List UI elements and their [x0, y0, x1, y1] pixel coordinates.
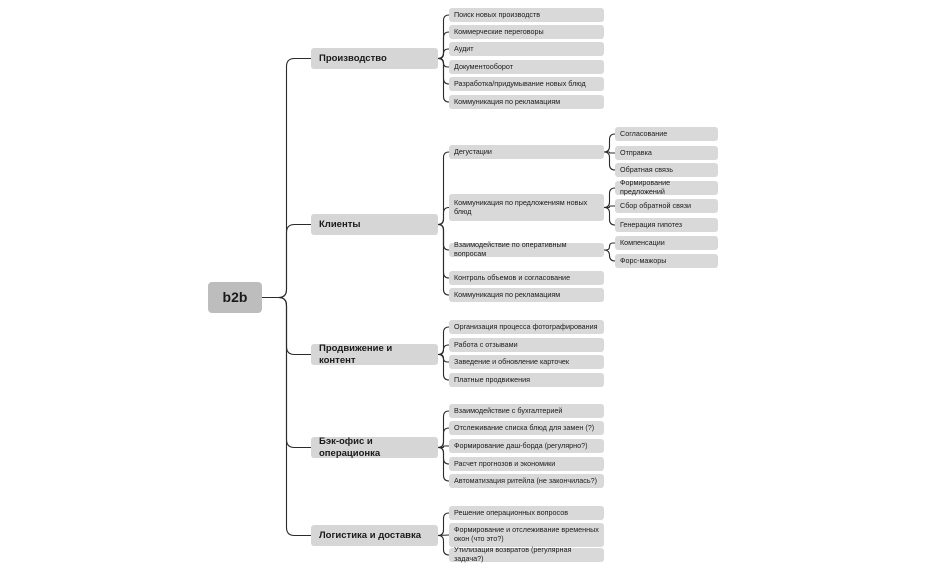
topic-node[interactable]: Поиск новых производств [449, 8, 604, 22]
topic-node[interactable]: Заведение и обновление карточек [449, 355, 604, 369]
branch-topic-connector [437, 427, 450, 449]
topic-subtopic-connector [603, 206, 616, 226]
topic-node[interactable]: Разработка/придумывание новых блюд [449, 77, 604, 91]
topic-subtopic-connector [603, 249, 616, 262]
subtopic-node[interactable]: Генерация гипотез [615, 218, 718, 232]
branch-topic-connector [438, 445, 449, 449]
topic-subtopic-connector [604, 242, 615, 251]
topic-node[interactable]: Работа с отзывами [449, 338, 604, 352]
topic-subtopic-connector [603, 187, 616, 209]
root-branch-connector [262, 223, 311, 299]
topic-node[interactable]: Взаимодействие по оперативным вопросам [449, 241, 604, 258]
subtopic-node[interactable]: Форс-мажоры [615, 254, 718, 268]
topic-node[interactable]: Организация процесса фотографирования [449, 320, 604, 334]
topic-node[interactable]: Коммуникация по предложениям новых блюд [449, 194, 604, 221]
subtopic-node[interactable]: Формирование предложений [615, 179, 718, 196]
branch-topic-connector [437, 206, 450, 226]
subtopic-node[interactable]: Обратная связь [615, 163, 718, 177]
subtopic-node[interactable]: Согласование [615, 127, 718, 141]
topic-node[interactable]: Дегустации [449, 145, 604, 159]
branch-topic-connector [437, 223, 450, 296]
topic-node[interactable]: Аудит [449, 42, 604, 56]
topic-node[interactable]: Автоматизация ритейла (не закончилась?) [449, 474, 604, 488]
topic-node[interactable]: Решение операционных вопросов [449, 506, 604, 520]
branch-topic-connector [437, 512, 450, 537]
topic-subtopic-connector [603, 133, 616, 153]
topic-node[interactable]: Коммерческие переговоры [449, 25, 604, 39]
branch-topic-connector [437, 534, 450, 556]
topic-node[interactable]: Формирование даш-борда (регулярно?) [449, 439, 604, 453]
topic-subtopic-connector [603, 151, 616, 171]
subtopic-node[interactable]: Сбор обратной связи [615, 199, 718, 213]
branch-topic-connector [437, 446, 450, 482]
branch-topic-connector [437, 57, 450, 103]
branch-node[interactable]: Бэк-офис и операционка [311, 436, 438, 459]
topic-node[interactable]: Коммуникация по рекламациям [449, 95, 604, 109]
branch-topic-connector [437, 353, 450, 381]
topic-node[interactable]: Контроль объемов и согласование [449, 271, 604, 285]
topic-node[interactable]: Расчет прогнозов и экономики [449, 457, 604, 471]
topic-node[interactable]: Формирование и отслеживание временных ок… [449, 523, 604, 547]
branch-node[interactable]: Производство [311, 48, 438, 69]
topic-node[interactable]: Коммуникация по рекламациям [449, 288, 604, 302]
topic-subtopic-connector [604, 151, 615, 154]
subtopic-node[interactable]: Отправка [615, 146, 718, 160]
subtopic-node[interactable]: Компенсации [615, 236, 718, 250]
topic-subtopic-connector [604, 205, 615, 209]
root-branch-connector [262, 296, 311, 537]
topic-node[interactable]: Документооборот [449, 60, 604, 74]
topic-node[interactable]: Утилизация возвратов (регулярная задача?… [449, 546, 604, 563]
branch-node[interactable]: Продвижение и контент [311, 343, 438, 366]
branch-node[interactable]: Клиенты [311, 214, 438, 235]
topic-node[interactable]: Платные продвижения [449, 373, 604, 387]
root-node-b2b[interactable]: b2b [208, 282, 262, 313]
branch-node[interactable]: Логистика и доставка [311, 525, 438, 546]
topic-node[interactable]: Взаимодействие с бухгалтерией [449, 404, 604, 418]
topic-node[interactable]: Отслеживание списка блюд для замен (?) [449, 421, 604, 435]
